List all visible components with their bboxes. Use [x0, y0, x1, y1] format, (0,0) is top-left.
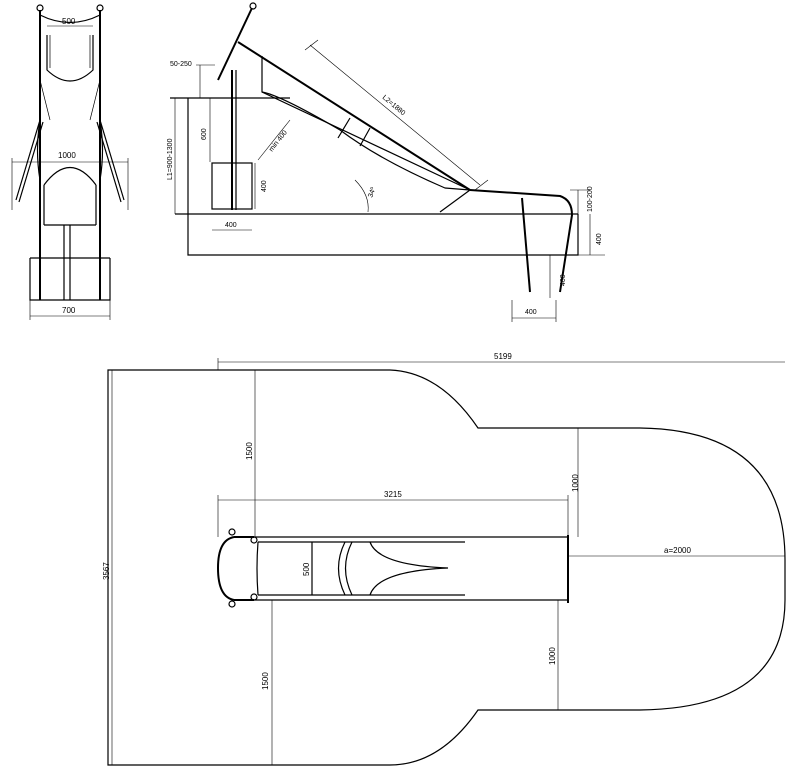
front-view: 500 1000 700: [11, 4, 129, 320]
plan-slide-width: 500: [302, 562, 311, 576]
side-angle: 34º: [367, 186, 377, 199]
front-footing: [29, 257, 111, 301]
plan-total-width: 3567: [102, 562, 111, 580]
side-slide-top-rail: [237, 41, 471, 191]
side-footing-width-right: 400: [525, 309, 537, 316]
side-platform-height: L1=900-1300: [167, 138, 174, 180]
side-footing-height-left: 400: [261, 180, 268, 192]
front-right-post-cap: [96, 4, 104, 12]
front-top-bar: [39, 14, 101, 24]
front-top-width: 500: [62, 17, 76, 26]
front-center-leg: [63, 225, 71, 300]
plan-bottom-clearance: 1500: [261, 672, 270, 690]
side-exit-depth: 400: [596, 233, 603, 245]
side-min-clearance: min 400: [268, 129, 289, 153]
plan-exit-zone: a=2000: [664, 546, 691, 555]
side-exit-height: 100-200: [587, 186, 594, 212]
front-mid-width: 1000: [58, 151, 76, 160]
plan-top-clearance: 1500: [245, 442, 254, 460]
side-footing-height-right: 400: [560, 274, 567, 286]
front-top-chute: [46, 35, 94, 82]
plan-view: 5199 3567 1500 1500 3215 500 1000 1000 a…: [102, 352, 786, 766]
front-base-width: 700: [62, 306, 76, 315]
side-footing-width-left: 400: [225, 222, 237, 229]
front-mid-chute: [43, 167, 97, 186]
side-footing-left: [211, 162, 253, 210]
front-left-post-cap: [36, 4, 44, 12]
side-exit-leg: [521, 197, 531, 293]
side-handrail: [217, 7, 253, 81]
plan-total-length: 5199: [494, 352, 512, 361]
plan-safety-zone: [107, 369, 786, 766]
side-exit-rail: [469, 189, 574, 293]
side-rail-height: 600: [201, 128, 208, 140]
side-slide-bed: [261, 91, 471, 191]
plan-exit-upper: 1000: [571, 474, 580, 492]
plan-slide-rails: [254, 536, 568, 601]
side-view: 50-250 600 L1=900-1300 min 400 L2=1880 3…: [167, 2, 605, 322]
side-platform-clearance: 50-250: [170, 61, 192, 68]
plan-slide-exit-curve: [369, 541, 449, 596]
side-ground-box: [187, 98, 579, 256]
plan-slide-length: 3215: [384, 490, 402, 499]
plan-exit-lower: 1000: [548, 647, 557, 665]
plan-platform: [216, 536, 235, 601]
